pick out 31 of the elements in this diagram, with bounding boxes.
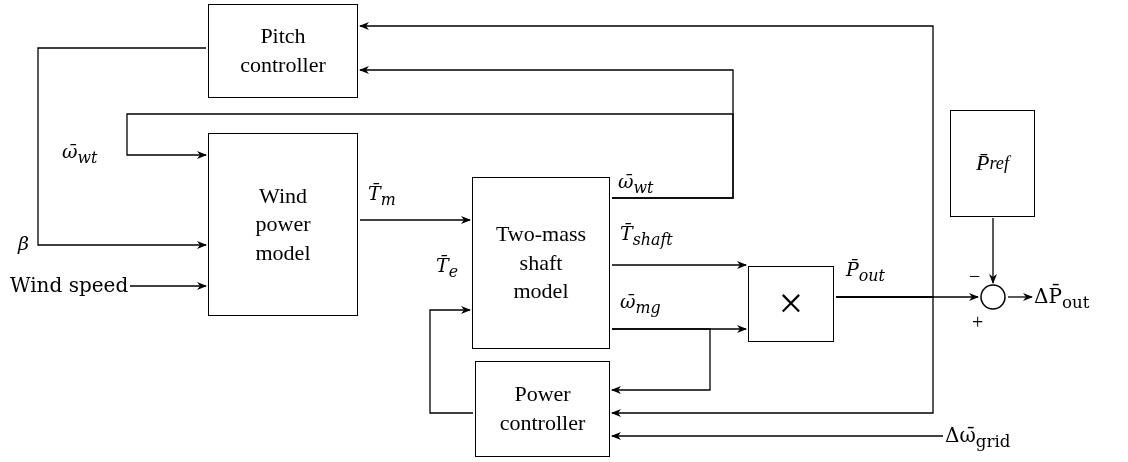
edge-label: ω̄$_{mg}$ (620, 290, 661, 317)
multiplier-block: × (748, 266, 834, 342)
signal-arrow (611, 328, 711, 394)
edge-label: β (18, 232, 29, 255)
controller-block: Power controller (475, 361, 610, 457)
edge-label: ω̄$_{wt}$ (618, 170, 654, 197)
signal-arrow (611, 261, 747, 269)
signal-arrow (126, 113, 734, 199)
edge-label: T̄$_{e}$ (436, 254, 459, 281)
input-signal-label: Δω̄$_{grid}$ (945, 423, 1011, 452)
model-block: Two-mass shaft model (472, 177, 610, 349)
signal-arrow (611, 296, 934, 417)
output-signal-label: ΔP̄$_{out}$ (1034, 284, 1090, 313)
signal-arrow (989, 217, 997, 284)
input-signal-label: Wind speed (10, 273, 129, 297)
edge-label: P̄$_{out}$ (846, 258, 885, 285)
summing-junction (980, 284, 1006, 310)
controller-block: Pitch controller (208, 4, 358, 98)
edge-label: ω̄$_{wt}$ (62, 140, 98, 167)
sign-label: − (969, 266, 981, 286)
sign-label: + (972, 312, 984, 332)
signal-arrow (1007, 293, 1033, 301)
signal-arrow (359, 216, 471, 224)
signal-arrow (611, 432, 944, 440)
signal-arrow (429, 306, 474, 414)
edge-label: T̄$_{m}$ (368, 182, 396, 209)
signal-arrow (37, 47, 207, 249)
edge-label: T̄$_{shaft}$ (620, 222, 673, 249)
model-block: Wind power model (208, 133, 358, 316)
signal-arrow (359, 22, 934, 298)
signal-arrow (129, 282, 207, 290)
